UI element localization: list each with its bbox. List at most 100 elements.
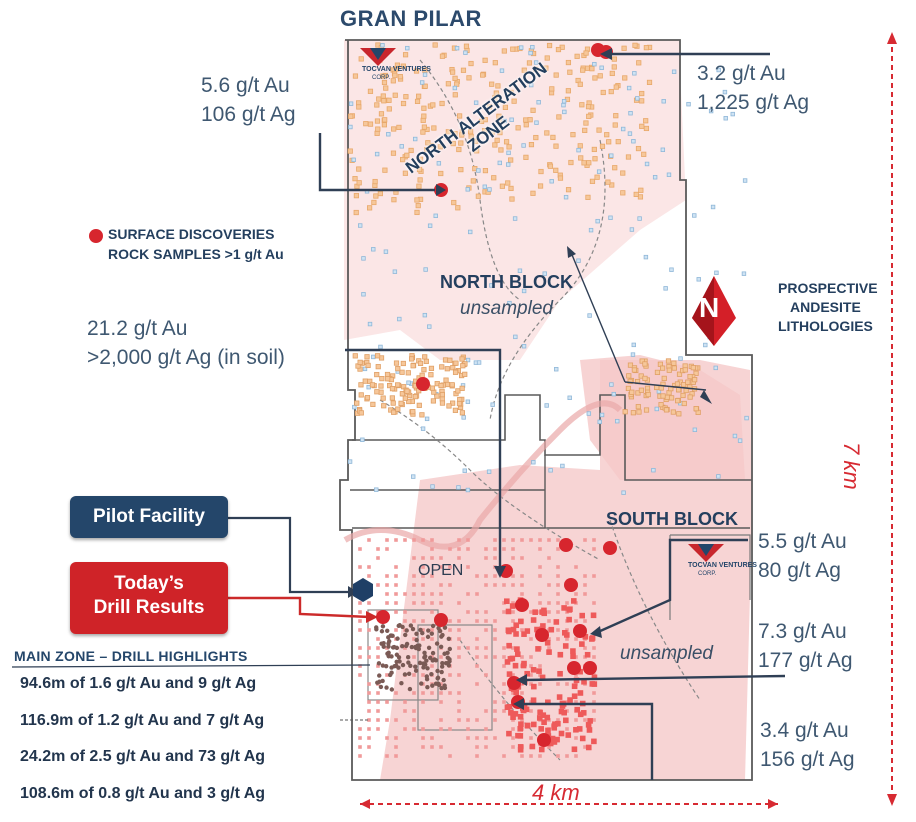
drill-grid-point	[538, 601, 542, 605]
soil-sample	[556, 114, 562, 120]
drill-grid-point	[540, 712, 547, 718]
drill-hole	[438, 644, 444, 650]
soil-sample	[642, 361, 648, 367]
north-arrow-letter: N	[699, 292, 720, 323]
height-scale-bottom-head	[887, 794, 897, 806]
soil-sample	[636, 60, 642, 66]
soil-sample	[671, 365, 677, 371]
soil-sample	[352, 176, 358, 182]
soil-grade-ag: >2,000 g/t Ag (in soil)	[87, 346, 285, 369]
drill-hole	[389, 670, 394, 675]
soil-sample	[381, 403, 387, 409]
callout-lines	[318, 52, 786, 780]
surface-discovery-dot	[434, 613, 448, 627]
soil-sample	[579, 102, 585, 108]
soil-sample-blue	[358, 223, 363, 228]
drill-grid-point	[529, 655, 533, 659]
soil-sample	[416, 402, 422, 408]
drill-grid-point	[520, 556, 524, 560]
drill-grid-point	[592, 709, 596, 713]
drill-grid-point	[529, 664, 533, 668]
drill-grid-point	[524, 722, 531, 729]
soil-sample	[421, 113, 427, 119]
drill-grid-point	[484, 655, 488, 659]
soil-sample-blue	[587, 313, 592, 318]
drill-hole	[439, 669, 444, 675]
soil-sample	[413, 68, 420, 74]
drill-grid-point	[556, 565, 560, 569]
drill-grid-point	[385, 547, 389, 551]
drill-grid-point	[538, 726, 545, 732]
drill-grid-point	[430, 592, 434, 596]
soil-sample-blue	[563, 194, 569, 200]
soil-sample-blue	[497, 160, 502, 166]
soil-sample-blue	[644, 161, 650, 167]
drill-grid-point	[547, 601, 551, 605]
drill-grid-point	[574, 718, 578, 722]
drill-grid-point	[421, 700, 425, 704]
soil-sample	[354, 400, 360, 406]
soil-sample-blue	[392, 269, 398, 274]
soil-sample	[402, 52, 409, 58]
soil-sample-blue	[531, 460, 536, 465]
soil-sample-blue	[465, 399, 471, 404]
drill-grid-point	[466, 538, 470, 542]
drill-grid-point	[545, 699, 551, 706]
drill-grid-point	[376, 718, 380, 722]
soil-sample	[625, 154, 632, 160]
soil-sample-blue	[708, 108, 714, 114]
soil-sample	[681, 382, 687, 388]
soil-sample	[463, 43, 470, 49]
drill-grid-point	[394, 745, 398, 749]
soil-sample	[449, 382, 455, 388]
soil-sample	[631, 367, 638, 373]
soil-sample	[358, 56, 364, 62]
soil-sample	[506, 144, 512, 150]
drill-grid-point	[439, 727, 443, 731]
soil-sample	[414, 197, 420, 203]
drill-results-line1: Today’s	[114, 573, 184, 594]
soil-sample	[450, 140, 456, 147]
drill-grid-point	[457, 556, 461, 560]
drill-grid-point	[457, 619, 461, 623]
soil-sample-blue	[561, 99, 567, 104]
soil-sample-blue	[620, 126, 626, 132]
soil-sample-blue	[420, 426, 426, 431]
drill-grid-point	[448, 727, 452, 731]
drill-grid-point	[484, 646, 488, 650]
soil-sample-blue	[630, 352, 636, 357]
drill-grid-point	[466, 736, 470, 740]
soil-sample	[632, 42, 638, 48]
drill-grid-point	[529, 736, 533, 740]
highlight-item-1: 94.6m of 1.6 g/t Au and 9 g/t Ag	[20, 675, 257, 692]
drill-grid-point	[421, 583, 425, 587]
soil-sample	[378, 389, 384, 395]
soil-sample	[687, 384, 693, 390]
width-scale-label: 4 km	[532, 780, 580, 805]
drill-hole	[394, 652, 400, 657]
soil-sample-blue	[517, 268, 523, 273]
drill-hole	[410, 626, 416, 632]
soil-sample-blue	[411, 474, 416, 479]
soil-sample	[592, 156, 598, 162]
soil-sample	[613, 113, 619, 119]
drill-grid-point	[537, 709, 543, 716]
soil-sample	[627, 378, 633, 384]
south-block-boundary	[350, 455, 750, 529]
drill-grid-point	[466, 718, 470, 722]
soil-sample-blue	[534, 120, 539, 125]
soil-sample-blue	[609, 382, 614, 387]
soil-sample-blue	[433, 213, 438, 219]
soil-sample	[643, 118, 649, 124]
legend-line1: SURFACE DISCOVERIES	[108, 226, 275, 242]
soil-sample	[639, 123, 645, 129]
soil-sample	[347, 148, 353, 154]
drill-grid-point	[507, 656, 514, 662]
soil-sample-blue	[454, 45, 460, 51]
sample-points	[347, 42, 749, 758]
drill-hole	[406, 660, 411, 665]
soil-sample-blue	[506, 162, 511, 167]
drill-grid-point	[529, 743, 536, 750]
drill-hole	[442, 651, 447, 656]
soil-sample	[380, 73, 386, 79]
